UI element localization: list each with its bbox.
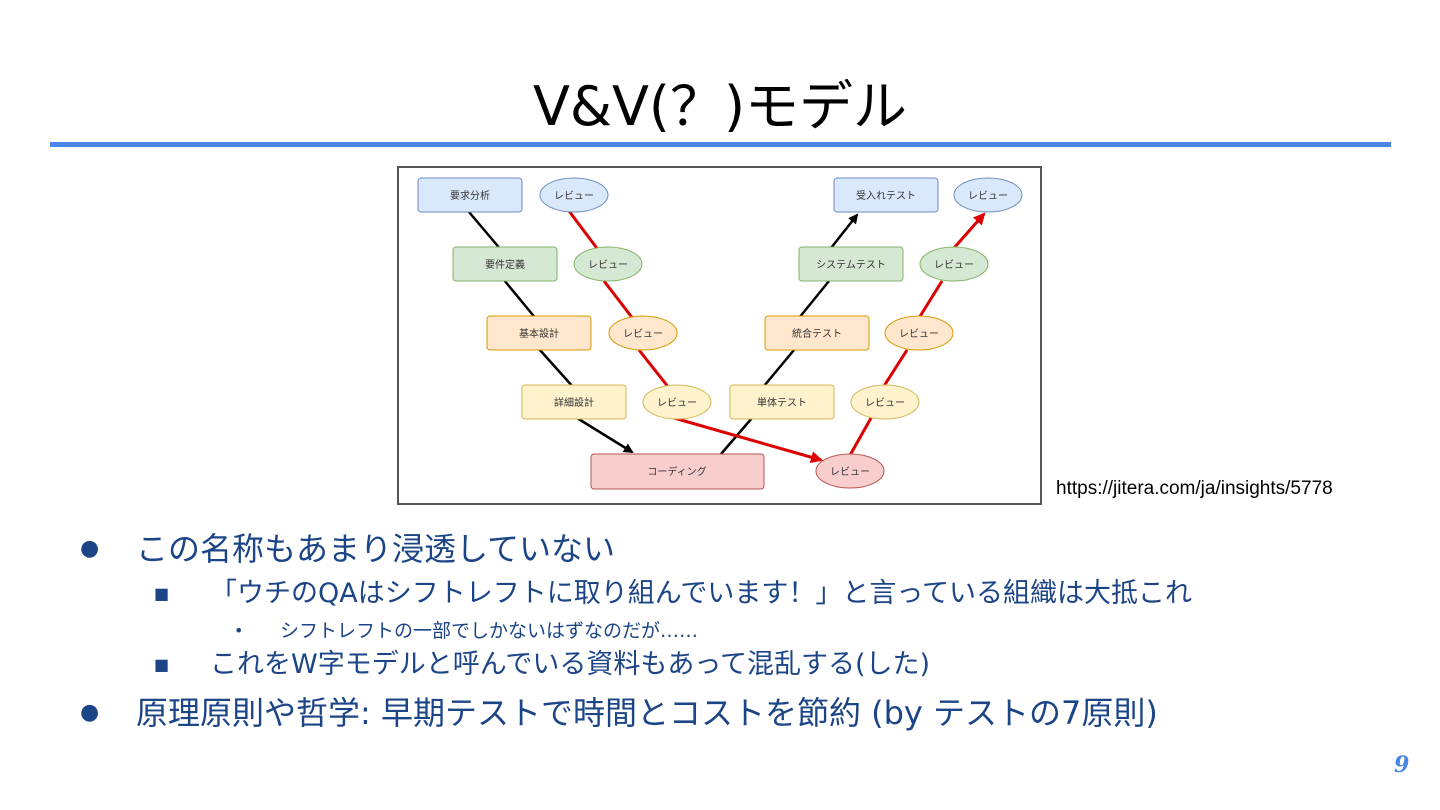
review-ellipse-1 xyxy=(539,177,609,213)
node-req-def-label: 要件定義 xyxy=(485,258,525,271)
review-label-2: レビュー xyxy=(588,259,628,271)
review-label-7: レビュー xyxy=(899,328,939,340)
review-arrow-3 xyxy=(637,349,671,389)
review-ellipse-6 xyxy=(850,384,920,420)
review-label-6: レビュー xyxy=(865,397,905,409)
review-label-9: レビュー xyxy=(968,190,1008,202)
review-label-4: レビュー xyxy=(657,397,697,409)
review-ellipse-4 xyxy=(642,384,712,420)
arrow-basic-to-detail xyxy=(538,348,575,389)
review-label-5: レビュー xyxy=(830,466,870,478)
node-basic-design-label: 基本設計 xyxy=(519,327,559,340)
title-underline xyxy=(50,142,1391,147)
node-unit-test xyxy=(729,384,835,420)
review-ellipse-3 xyxy=(608,315,678,351)
node-coding-label: コーディング xyxy=(647,465,706,478)
bullet-marker: ■ xyxy=(154,584,170,603)
review-arrow-1 xyxy=(567,210,601,252)
slide-title: V&V(？)モデル xyxy=(532,75,908,138)
node-integration-test-label: 統合テスト xyxy=(792,327,842,340)
node-coding xyxy=(590,453,765,490)
node-detail-design xyxy=(521,384,627,420)
node-req-analysis-label: 要求分析 xyxy=(450,189,490,202)
node-system-test xyxy=(798,246,904,282)
vv-model-diagram: 要求分析 要件定義 基本設計 詳細設計 コーディング 単体テスト 統合テスト シ… xyxy=(397,166,1042,505)
review-arrow-4 xyxy=(673,416,823,464)
source-url: https://jitera.com/ja/insights/5778 xyxy=(1056,478,1333,499)
review-arrow-6 xyxy=(882,349,909,387)
bullet-text: 「ウチのQAはシフトレフトに取り組んでいます！」と言っている組織は大抵これ xyxy=(210,578,1193,609)
bullet-marker: ● xyxy=(80,536,100,561)
arrow-reqdef-to-basic xyxy=(503,279,538,321)
node-integration-test xyxy=(764,315,870,351)
review-label-8: レビュー xyxy=(934,259,974,271)
node-unit-test-label: 単体テスト xyxy=(757,396,807,409)
bullet-text: 原理原則や哲学: 早期テストで時間とコストを節約 (by テストの7原則) xyxy=(136,694,1158,732)
bullet-marker: ■ xyxy=(154,655,170,674)
vv-diagram-svg: 要求分析 要件定義 基本設計 詳細設計 コーディング 単体テスト 統合テスト シ… xyxy=(417,177,1023,490)
node-detail-design-label: 詳細設計 xyxy=(554,396,594,409)
review-label-1: レビュー xyxy=(554,190,594,202)
bullet-text: この名称もあまり浸透していない xyxy=(136,530,616,568)
review-ellipse-9 xyxy=(953,177,1023,213)
node-req-def xyxy=(452,246,558,282)
page-number: 9 xyxy=(1394,752,1410,778)
review-arrow-7 xyxy=(917,280,944,319)
arrow-req-to-reqdef xyxy=(468,211,503,252)
review-ellipse-7 xyxy=(884,315,954,351)
bullet-text: これをW字モデルと呼んでいる資料もあって混乱する(した) xyxy=(210,649,931,680)
review-arrow-2 xyxy=(602,280,636,321)
bullet-marker: • xyxy=(234,621,244,640)
review-ellipse-5 xyxy=(815,453,885,489)
arrow-unit-to-integration xyxy=(763,349,795,387)
bullet-marker: ● xyxy=(80,700,100,725)
node-system-test-label: システムテスト xyxy=(816,259,886,271)
review-ellipse-2 xyxy=(573,246,643,282)
arrow-integration-to-system xyxy=(798,280,830,319)
node-basic-design xyxy=(486,315,592,351)
arrow-detail-to-coding xyxy=(576,416,634,454)
node-acceptance-test xyxy=(833,177,939,213)
review-arrow-5 xyxy=(847,417,873,458)
review-ellipse-8 xyxy=(919,246,989,282)
arrow-system-to-acceptance xyxy=(830,213,859,249)
node-acceptance-test-label: 受入れテスト xyxy=(856,190,916,202)
node-req-analysis xyxy=(417,177,523,213)
bullet-text: シフトレフトの一部でしかないはずなのだが…… xyxy=(280,620,699,642)
review-label-3: レビュー xyxy=(623,328,663,340)
review-arrow-8 xyxy=(952,212,986,249)
